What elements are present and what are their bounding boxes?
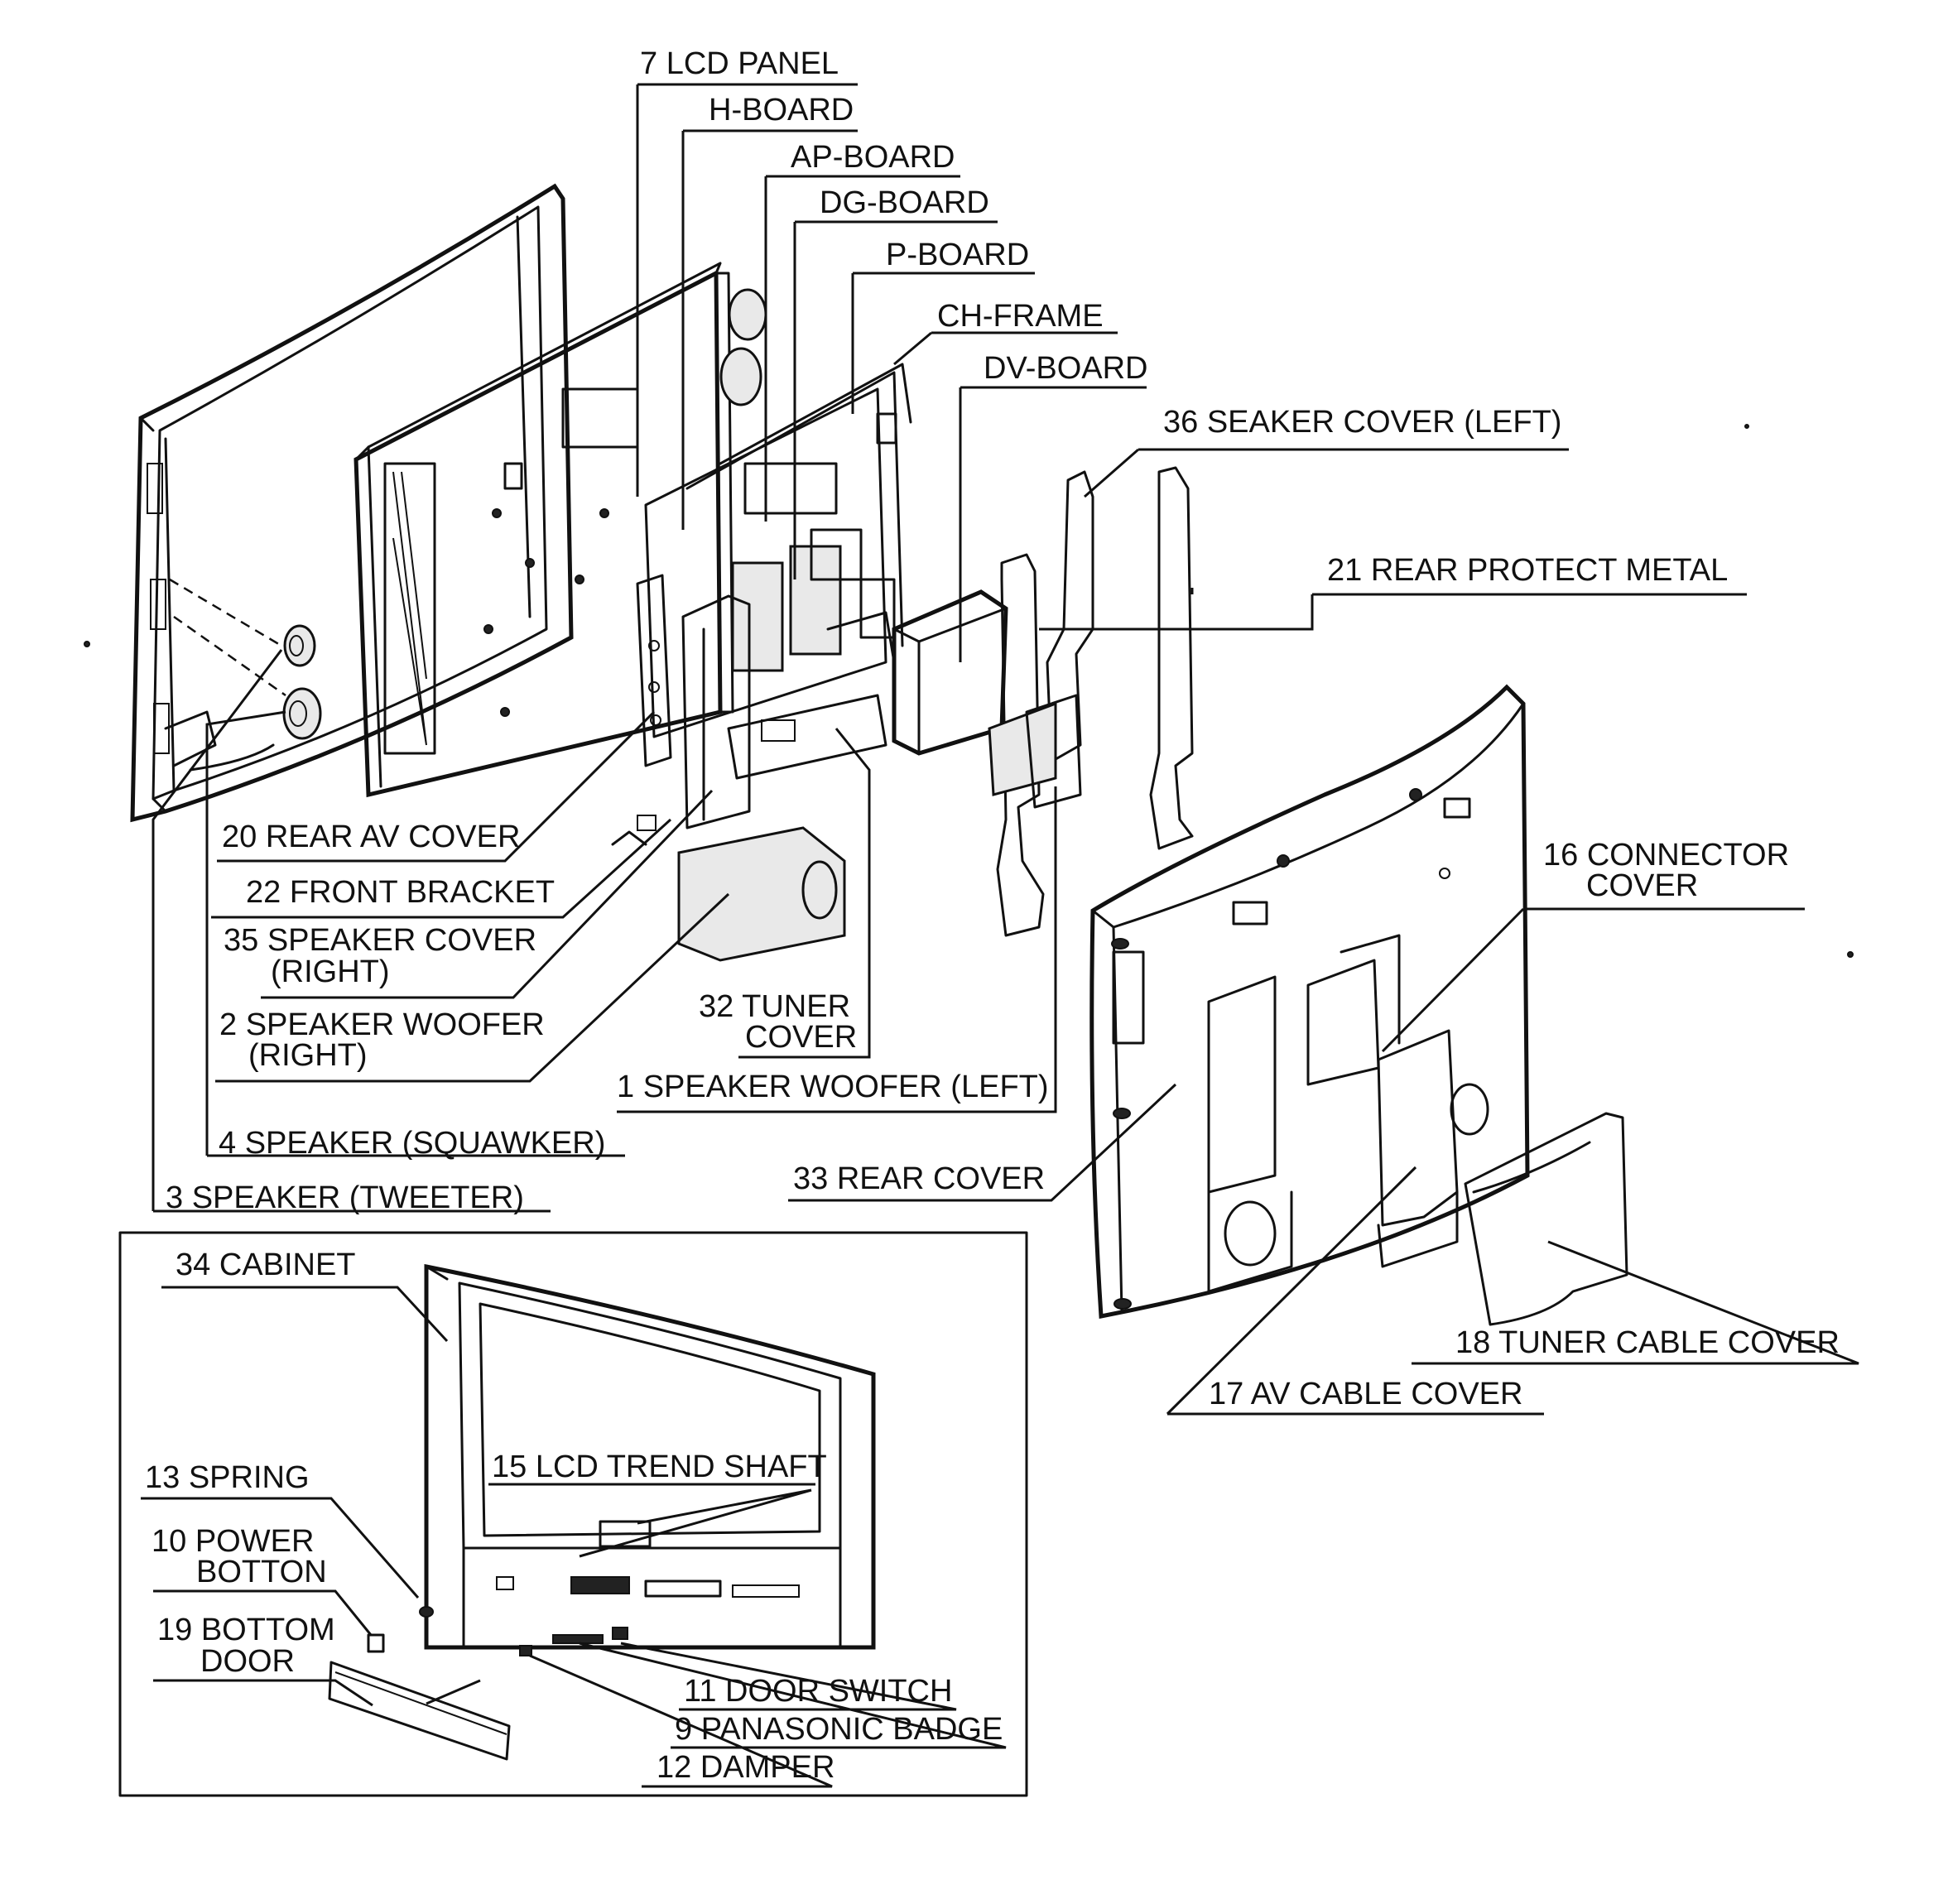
leader-line <box>161 1286 449 1343</box>
label-door-switch: 11 DOOR SWITCH <box>684 1674 953 1709</box>
panasonic-badge-part <box>552 1634 604 1644</box>
leader-line <box>426 1679 481 1705</box>
leader-line <box>620 1642 957 1711</box>
label-dv-board: DV-BOARD <box>984 351 1148 386</box>
rear-av-cover-part <box>636 574 672 767</box>
leader-line <box>153 1679 373 1707</box>
label-speaker-squawker: 4 SPEAKER (SQUAWKER) <box>219 1126 606 1161</box>
label-lcd-trend-shaft: 15 LCD TREND SHAFT <box>492 1450 827 1484</box>
spring-part <box>419 1606 434 1618</box>
leader-line <box>764 175 960 522</box>
label-speaker-woofer-right: 2 SPEAKER WOOFER <box>219 1007 545 1042</box>
label-av-cable-cover: 17 AV CABLE COVER <box>1209 1377 1523 1411</box>
leader-line <box>261 789 714 999</box>
label-damper: 12 DAMPER <box>657 1750 835 1785</box>
label-power-botton: 10 POWER <box>152 1524 315 1559</box>
power-button-part <box>367 1633 385 1653</box>
speaker-cover-left-part <box>988 470 1094 796</box>
leader-line <box>738 728 871 1059</box>
label-speaker-cover-right-sub: (RIGHT) <box>271 954 390 989</box>
label-seaker-cover-left: 36 SEAKER COVER (LEFT) <box>1163 405 1562 440</box>
label-spring: 13 SPRING <box>145 1460 310 1495</box>
label-rear-cover: 33 REAR COVER <box>793 1161 1046 1196</box>
label-rear-protect-metal: 21 REAR PROTECT METAL <box>1327 553 1729 588</box>
damper-part <box>519 1645 532 1656</box>
leader-line <box>788 1083 1177 1202</box>
speaker-woofer-left-part <box>1025 694 1082 809</box>
leader-line <box>1084 448 1569 498</box>
label-tuner-cover-sub: COVER <box>745 1020 858 1055</box>
label-bottom-door-sub: DOOR <box>200 1644 295 1679</box>
rear-cover-part <box>1089 684 1530 1319</box>
leader-line <box>152 649 551 1213</box>
leader-line <box>681 129 858 530</box>
speck <box>1744 424 1749 429</box>
leader-line <box>211 818 672 919</box>
label-ap-board: AP-BOARD <box>791 140 955 175</box>
av-cable-cover-part <box>1377 1029 1459 1268</box>
label-rear-av-cover: 20 REAR AV COVER <box>222 820 521 854</box>
leader-line <box>851 272 1035 414</box>
label-panasonic-badge: 9 PANASONIC BADGE <box>675 1712 1003 1747</box>
leader-line <box>1412 1240 1859 1365</box>
cabinet-part <box>424 1263 876 1650</box>
door-switch-part <box>612 1627 628 1640</box>
leader-line <box>529 1654 833 1788</box>
bottom-door-part <box>328 1661 511 1761</box>
leader-line <box>793 220 998 579</box>
label-p-board: P-BOARD <box>886 238 1030 272</box>
tuner-cover-part <box>727 694 887 780</box>
leader-line <box>217 710 656 863</box>
cabinet-inset-box <box>118 1231 1028 1797</box>
leader-line <box>205 710 625 1157</box>
leader-line <box>141 1497 420 1599</box>
label-ch-frame: CH-FRAME <box>937 299 1104 334</box>
speck <box>1847 951 1854 958</box>
label-speaker-woofer-right-sub: (RIGHT) <box>248 1038 368 1073</box>
leader-line <box>153 1589 373 1636</box>
label-tuner-cable-cover: 18 TUNER CABLE COVER <box>1455 1325 1840 1360</box>
speck <box>84 641 90 647</box>
capacitor-part <box>728 288 767 341</box>
label-lcd-panel: 7 LCD PANEL <box>640 46 839 81</box>
label-speaker-woofer-left: 1 SPEAKER WOOFER (LEFT) <box>617 1070 1049 1104</box>
leader-line <box>1166 1166 1544 1416</box>
leader-line <box>893 331 1118 366</box>
lcd-panel-part <box>354 262 734 798</box>
capacitor-part <box>719 347 762 406</box>
speaker-woofer-right-part <box>677 826 846 962</box>
label-dg-board: DG-BOARD <box>820 185 989 220</box>
label-speaker-cover-right: 35 SPEAKER COVER <box>224 923 537 958</box>
front-bracket-part <box>611 815 657 846</box>
rear-protect-metal-part <box>996 466 1194 937</box>
leader-line <box>959 386 1147 662</box>
leader-line <box>215 892 730 1083</box>
label-front-bracket: 22 FRONT BRACKET <box>246 875 556 910</box>
label-cabinet: 34 CABINET <box>176 1248 356 1282</box>
tuner-cable-cover-part <box>1464 1112 1628 1326</box>
label-power-botton-sub: BOTTON <box>196 1555 327 1589</box>
squawker-speaker-part <box>282 687 322 740</box>
front-bezel-part <box>130 183 574 823</box>
label-bottom-door: 19 BOTTOM <box>157 1613 335 1647</box>
label-connector-cover-sub: COVER <box>1586 868 1699 903</box>
label-tuner-cover: 32 TUNER <box>699 989 851 1024</box>
boards-assembly-part <box>644 363 912 738</box>
leader-line <box>1039 588 1747 631</box>
label-speaker-tweeter: 3 SPEAKER (TWEETER) <box>166 1180 524 1215</box>
label-h-board: H-BOARD <box>709 93 854 127</box>
leader-line <box>636 83 858 497</box>
leader-line <box>488 1483 815 1558</box>
leader-line <box>1381 907 1805 1053</box>
label-connector-cover: 16 CONNECTOR <box>1543 838 1790 873</box>
leader-line <box>617 786 1057 1113</box>
tweeter-speaker-part <box>283 624 316 667</box>
leader-line <box>579 1642 1007 1749</box>
speaker-cover-right-part <box>681 594 751 829</box>
